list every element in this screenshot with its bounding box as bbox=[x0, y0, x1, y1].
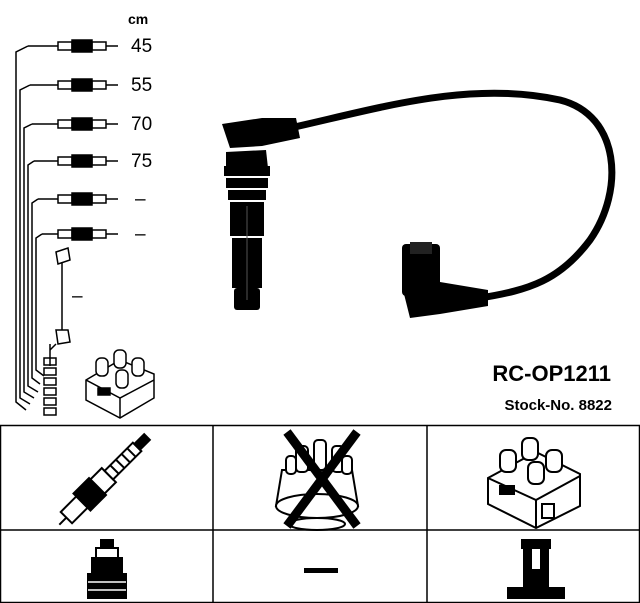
dash-icon bbox=[304, 568, 338, 573]
length-label-5: – bbox=[135, 189, 146, 210]
bundle-line-5 bbox=[31, 198, 41, 385]
lead-row-4 bbox=[34, 154, 118, 168]
length-label-3: 70 bbox=[131, 114, 152, 135]
length-label-4: 75 bbox=[131, 151, 152, 172]
bundle-line-6 bbox=[35, 233, 45, 377]
spark-plug-icon bbox=[58, 432, 152, 526]
extra-lead bbox=[49, 247, 71, 366]
coil-tower-icon bbox=[507, 539, 565, 599]
part-number: RC-OP1211 bbox=[492, 361, 611, 386]
coil-pack-small-icon bbox=[85, 349, 155, 419]
terminal-stubs bbox=[43, 357, 57, 416]
lead-row-2 bbox=[30, 78, 118, 92]
lead-length-schematic: cm bbox=[15, 11, 155, 419]
stock-number: Stock-No. 8822 bbox=[504, 397, 612, 414]
lead-row-6 bbox=[42, 227, 118, 241]
bundle-line-3 bbox=[23, 123, 35, 399]
length-label-2: 55 bbox=[131, 75, 152, 96]
unit-header: cm bbox=[128, 11, 148, 27]
lead-row-3 bbox=[32, 117, 118, 131]
lead-row-5 bbox=[38, 192, 118, 206]
bundle-line-1 bbox=[15, 45, 29, 411]
length-label-1: 45 bbox=[131, 36, 152, 57]
bundle-line-4 bbox=[27, 160, 39, 393]
plug-connector-icon bbox=[87, 539, 127, 599]
lead-row-1 bbox=[28, 39, 118, 53]
ignition-lead-icon bbox=[222, 89, 616, 318]
length-label-6: – bbox=[135, 224, 146, 245]
extra-lead-label: – bbox=[72, 286, 83, 307]
crossed-out-mark bbox=[283, 429, 361, 529]
ignition-coil-icon bbox=[487, 437, 581, 530]
bundle-line-2 bbox=[19, 84, 31, 405]
